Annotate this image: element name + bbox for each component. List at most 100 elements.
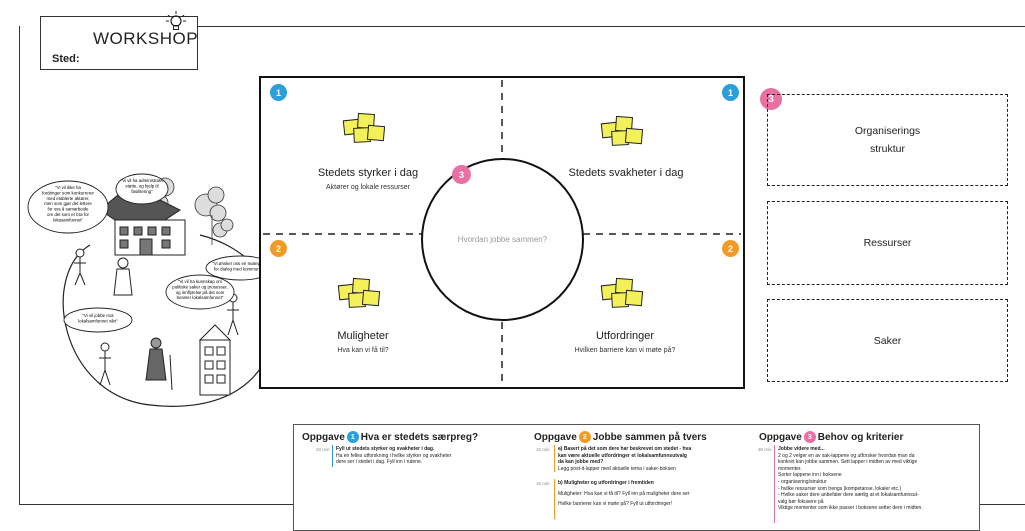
place-label: Sted: [52,53,80,65]
task-bar [554,445,555,472]
task-line: dere ser i stedet i dag. Fyll inn i rute… [336,459,423,466]
step-badge-2: 2 [578,431,591,443]
quadrant-title-strengths: Stedets styrker i dag [317,167,419,179]
task-prefix: Oppgave [302,431,345,443]
center-question: Hvordan jobbe sammen? [457,235,548,244]
task-title: Jobbe sammen på tvers [592,431,707,443]
quadrant-title-challenges: Utfordringer [595,330,655,342]
speech-bubble-text: "Vi ønsker oss en møteplass [212,261,268,266]
task-line: Muligheter: Hva kan vi få til? Fyll inn … [558,490,690,497]
speech-bubble-text: fordringer som konkurrerer [42,190,95,195]
speech-bubble-text: "Vi vil jobbe mot [82,313,114,318]
task-line: - organisering/struktur [778,478,827,485]
task-bar [774,445,775,523]
frame-left [19,26,20,504]
task-line: - hvilke ressurser som trengs (kompetans… [778,485,902,492]
speech-bubble-text: for dialog med kommunen" [214,266,267,271]
speech-bubble [165,274,235,310]
step-badge-3: 3 [803,431,816,443]
side-box-organization[interactable]: Organiserings struktur [767,94,1008,186]
task-line: valg bør fokusere på [778,498,824,505]
task-bar [332,445,333,467]
task-line: Fyll ut stedets styrker og svakheter i d… [336,446,435,452]
speech-bubble [63,307,133,333]
side-box-issues[interactable]: Saker [767,299,1008,382]
workshop-title-box: WORKSHOP Sted: [40,16,198,70]
step-badge-1: 1 [346,431,359,443]
task-line: momenter. [778,465,802,472]
frame-bottom [19,504,294,505]
frame-bottom-right [978,504,1025,505]
speech-bubble-text: "Vi vil ha kunnskap om [178,279,223,284]
person-icon [74,248,239,391]
speech-bubble-text: "Vi vil ha administrativ [121,178,165,183]
frame-top [190,26,1025,27]
speech-bubble-text: politiske saker og prosesser, [172,284,227,289]
workshop-title: WORKSHOP [93,29,199,48]
task-duration: 30 min [758,447,772,452]
quadrant-subtitle-strengths: Aktører og lokale ressurser [325,184,411,191]
speech-bubble [27,180,109,234]
task-line: - Hvilke saker dere anbefaler dere særli… [778,492,919,499]
side-box-label: Organiserings [854,125,921,137]
task-3-body: Jobbe videre med... 2 og 2 velger en av … [778,446,978,512]
task-1-body: Fyll ut stedets styrker og svakheter i d… [336,446,496,466]
step-badge-3: 3 [760,88,782,110]
speech-bubble-text: lokalsamfunnet vårt" [78,318,118,323]
side-box-label: Saker [873,334,902,347]
sticky-notes-icon [600,115,644,146]
speech-bubble-text: støtte, og hjelp til [125,183,158,188]
task-line: Legg post-it-lapper med aktuelle tema i … [558,465,676,472]
speech-bubble-text: med etablerte aktører, [47,196,90,201]
task-line: a) Basert på det som dere har beskrevet … [558,446,692,452]
task-title: Behov og kriterier [817,431,904,443]
speech-bubble-text: fasilitering" [131,189,153,194]
center-circle: Hvordan jobbe sammen? [421,158,584,321]
task-2b-body: b) Muligheter og utfordringer i fremtide… [558,480,738,508]
quadrant-title-opportunities: Muligheter [337,330,389,342]
step-badge-1: 1 [722,84,739,101]
task-duration: 15 min [536,447,550,452]
task-line: da kan jobbe med? [558,459,604,466]
task-duration: 20 min [316,447,330,452]
task-line: Sorter lappene inn i boksene [778,472,842,479]
task-2a-body: a) Basert på det som dere har beskrevet … [558,446,738,472]
task-prefix: Oppgave [759,431,802,443]
side-box-label: struktur [869,143,905,155]
task-duration: 15 min [536,481,550,486]
speech-bubble-text: og innflytelse på det som [176,290,225,295]
step-badge-2: 2 [722,240,739,257]
sticky-notes-icon [342,112,386,143]
speech-bubble-text: berører lokalsamfunnet" [177,295,224,300]
lightbulb-icon [166,11,186,30]
task-bar [554,479,555,519]
task-line: 2 og 2 velger en av sak-lappene og utfor… [778,452,915,459]
step-badge-2: 2 [270,240,287,257]
sticky-notes-icon [337,277,381,308]
sticky-notes-icon [600,277,644,308]
task-line: b) Muligheter og utfordringer i fremtide… [558,480,654,486]
quadrant-subtitle-challenges: Hvilken barriere kan vi møte på? [574,347,676,354]
speech-bubble-text: men som gjør det lettere [44,201,92,206]
quadrant-subtitle-opportunities: Hva kan vi få til? [337,347,389,354]
step-badge-3: 3 [452,165,471,184]
task-line: Viktige momenter som ikke passer i bokse… [778,505,923,512]
speech-bubble-text: lokasamfunnet" [53,217,84,222]
speech-bubble-text: om det som er bra for [47,212,90,217]
task-line: kan være aktuelle utfordringer et lokals… [558,452,687,459]
grid-dividers [263,80,741,386]
task-prefix: Oppgave [534,431,577,443]
speech-bubble-text: "Vi vil ikke ha [55,185,81,190]
speech-bubble-text: for oss å samarbeide [48,207,90,212]
task-line: konkret kan jobbe sammen. Sett lapper i … [778,459,918,466]
side-box-resources[interactable]: Ressurser [767,201,1008,285]
house-icon [198,324,232,396]
task-line: Ha en felles utforskning i hvilke styrke… [336,452,452,459]
quadrant-title-weaknesses: Stedets svakheter i dag [568,167,684,179]
task-title: Hva er stedets særpreg? [360,431,479,443]
